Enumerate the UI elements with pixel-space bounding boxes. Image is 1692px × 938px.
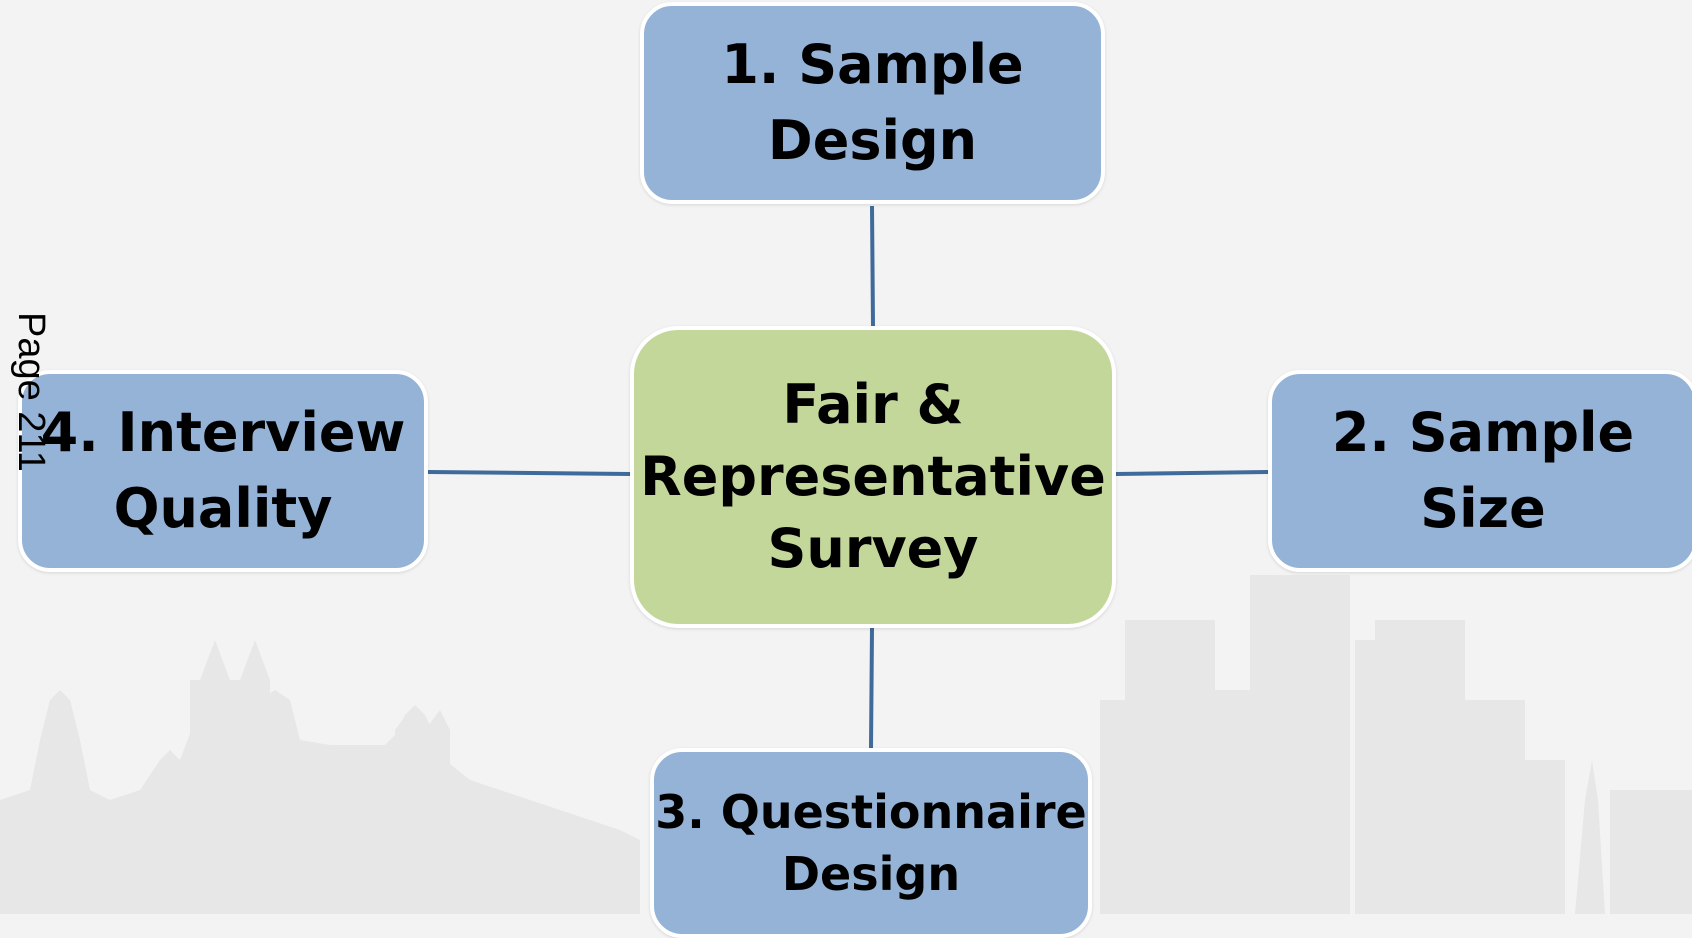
node-interview-quality: 4. Interview Quality bbox=[18, 370, 428, 572]
node-interview-quality-line-1: 4. Interview bbox=[40, 401, 406, 464]
node-questionnaire-design-line-2: Design bbox=[781, 847, 961, 901]
center-line-1: Fair & bbox=[782, 373, 964, 436]
connector-lines bbox=[427, 205, 1269, 749]
center-line-2: Representative bbox=[640, 445, 1106, 508]
node-sample-design: 1. Sample Design bbox=[640, 2, 1105, 204]
node-sample-size-line-1: 2. Sample bbox=[1331, 401, 1635, 464]
center-line-3: Survey bbox=[767, 517, 979, 580]
connector-right bbox=[1115, 470, 1269, 476]
node-sample-size-line-2: Size bbox=[1420, 477, 1546, 540]
node-sample-design-line-1: 1. Sample bbox=[721, 33, 1024, 96]
connector-top bbox=[870, 205, 875, 327]
connector-left bbox=[427, 470, 631, 476]
connector-bottom bbox=[869, 627, 874, 749]
page-number-label: Page 211 bbox=[10, 312, 52, 472]
node-interview-quality-line-2: Quality bbox=[113, 477, 333, 540]
node-sample-size: 2. Sample Size bbox=[1268, 370, 1692, 572]
node-center-fair-representative-survey: Fair & Representative Survey bbox=[630, 326, 1116, 628]
city-skyline-watermark bbox=[0, 575, 1692, 914]
node-questionnaire-design-line-1: 3. Questionnaire bbox=[655, 785, 1087, 839]
node-questionnaire-design: 3. Questionnaire Design bbox=[650, 748, 1092, 938]
node-sample-design-line-2: Design bbox=[767, 109, 978, 172]
